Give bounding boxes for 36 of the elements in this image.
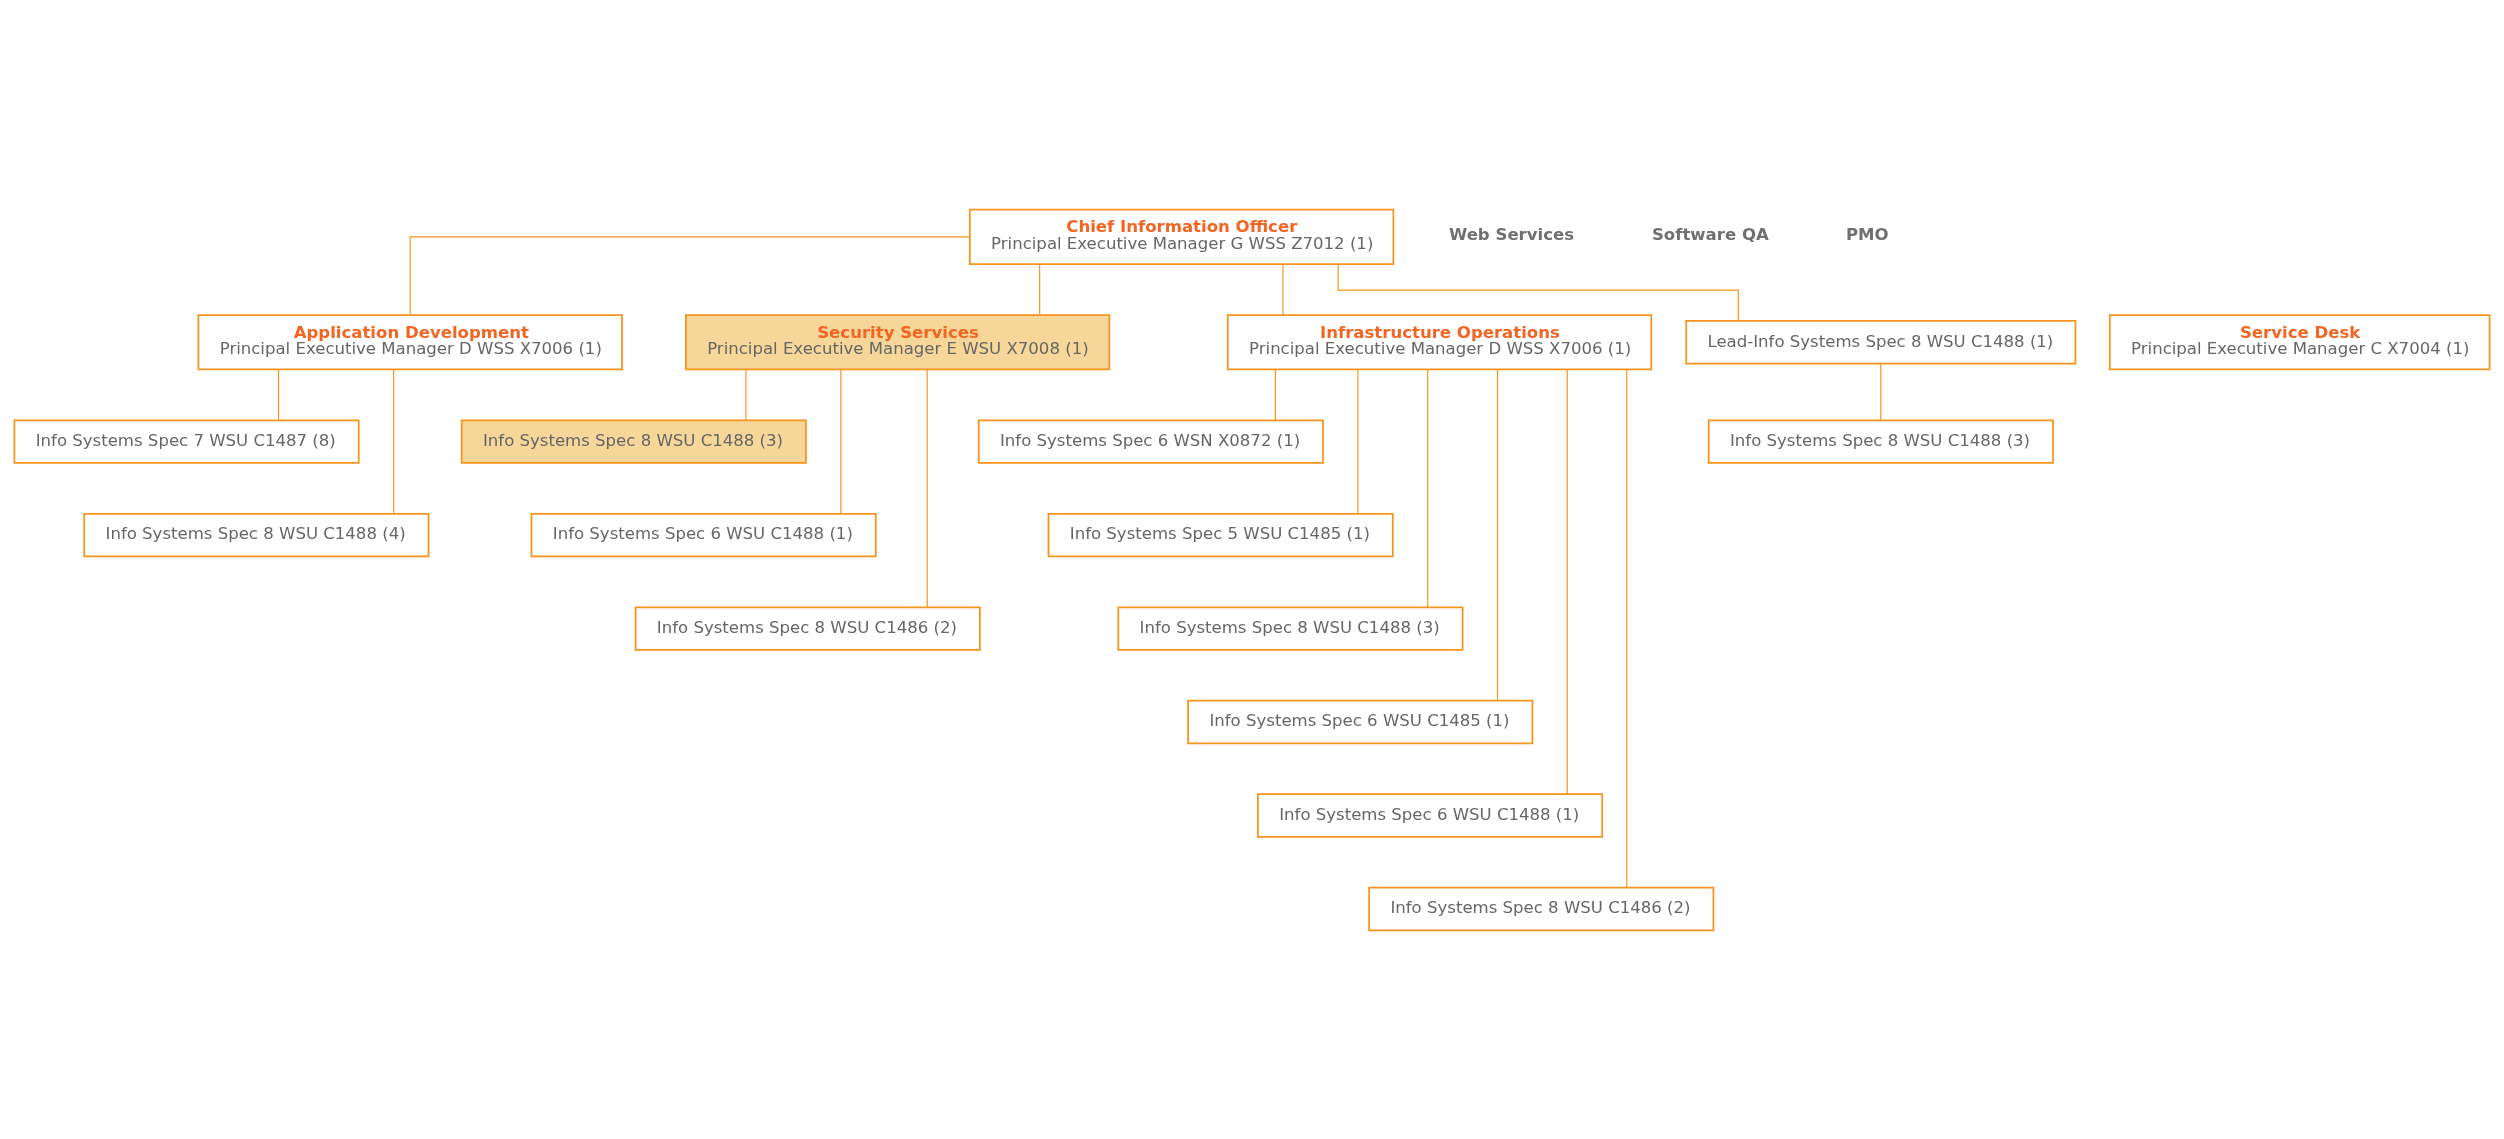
node-box: Info Systems Spec 6 WSU C1485 (1) xyxy=(1187,699,1534,744)
node-box: Chief Information Officer Principal Executive Manager G WSS Z7012 (1) xyxy=(968,208,1395,265)
node-box: Info Systems Spec 8 WSU C1488 (3) xyxy=(460,418,807,464)
connector xyxy=(840,368,842,514)
connector xyxy=(1566,368,1568,795)
connector xyxy=(745,368,747,421)
connector xyxy=(1427,368,1429,608)
connector xyxy=(1039,263,1041,315)
connector xyxy=(409,235,971,315)
node-box: Info Systems Spec 8 WSU C1488 (4) xyxy=(83,512,430,557)
label: PMO xyxy=(1845,224,1889,244)
node-box: Info Systems Spec 8 WSU C1488 (3) xyxy=(1707,418,2054,464)
node-box: Infrastructure Operations Principal Executive Manager D WSS X7006 (1) xyxy=(1226,313,1653,370)
node-box: Service Desk Principal Executive Manager C X7004 (1) xyxy=(2108,313,2491,370)
node-box: Info Systems Spec 5 WSU C1485 (1) xyxy=(1047,512,1394,557)
node-box: Security Services Principal Executive Manager E WSU X7008 (1) xyxy=(685,313,1111,370)
connector xyxy=(1496,368,1499,701)
connector xyxy=(1626,368,1628,888)
node-box: Info Systems Spec 8 WSU C1486 (2) xyxy=(634,605,981,651)
node-box: Info Systems Spec 8 WSU C1486 (2) xyxy=(1368,886,1715,931)
connector xyxy=(278,368,280,421)
connector xyxy=(1357,368,1359,514)
connector xyxy=(393,368,395,514)
connector xyxy=(1274,368,1276,421)
label: Web Services xyxy=(1448,224,1575,244)
label: Software QA xyxy=(1651,224,1769,244)
connector xyxy=(926,368,928,608)
node-box: Info Systems Spec 8 WSU C1488 (3) xyxy=(1117,605,1464,651)
node-box: Info Systems Spec 7 WSU C1487 (8) xyxy=(13,418,360,464)
node-box: Info Systems Spec 6 WSU C1488 (1) xyxy=(1257,792,1604,838)
node-box: Info Systems Spec 6 WSN X0872 (1) xyxy=(977,418,1324,464)
node-box: Info Systems Spec 6 WSU C1488 (1) xyxy=(530,512,877,557)
connector xyxy=(1880,362,1882,421)
connector xyxy=(1282,263,1284,315)
node-box: Lead-Info Systems Spec 8 WSU C1488 (1) xyxy=(1685,319,2077,364)
node-box: Application Development Principal Executive Manager D WSS X7006 (1) xyxy=(197,313,623,370)
